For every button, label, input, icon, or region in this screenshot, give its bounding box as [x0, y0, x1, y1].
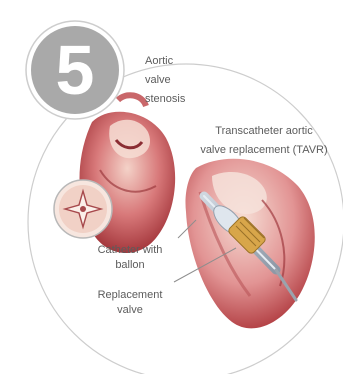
- replacement-valve-label: Replacement valve: [82, 288, 178, 318]
- step-number: 5: [38, 28, 112, 112]
- tavr-label: Transcatheter aortic valve replacement (…: [188, 122, 340, 160]
- catheter-label: Catheter with ballon: [82, 243, 178, 273]
- aortic-valve-stenosis-label: Aortic valve stenosis: [145, 52, 205, 109]
- valve-cross-section-inset: [54, 180, 112, 238]
